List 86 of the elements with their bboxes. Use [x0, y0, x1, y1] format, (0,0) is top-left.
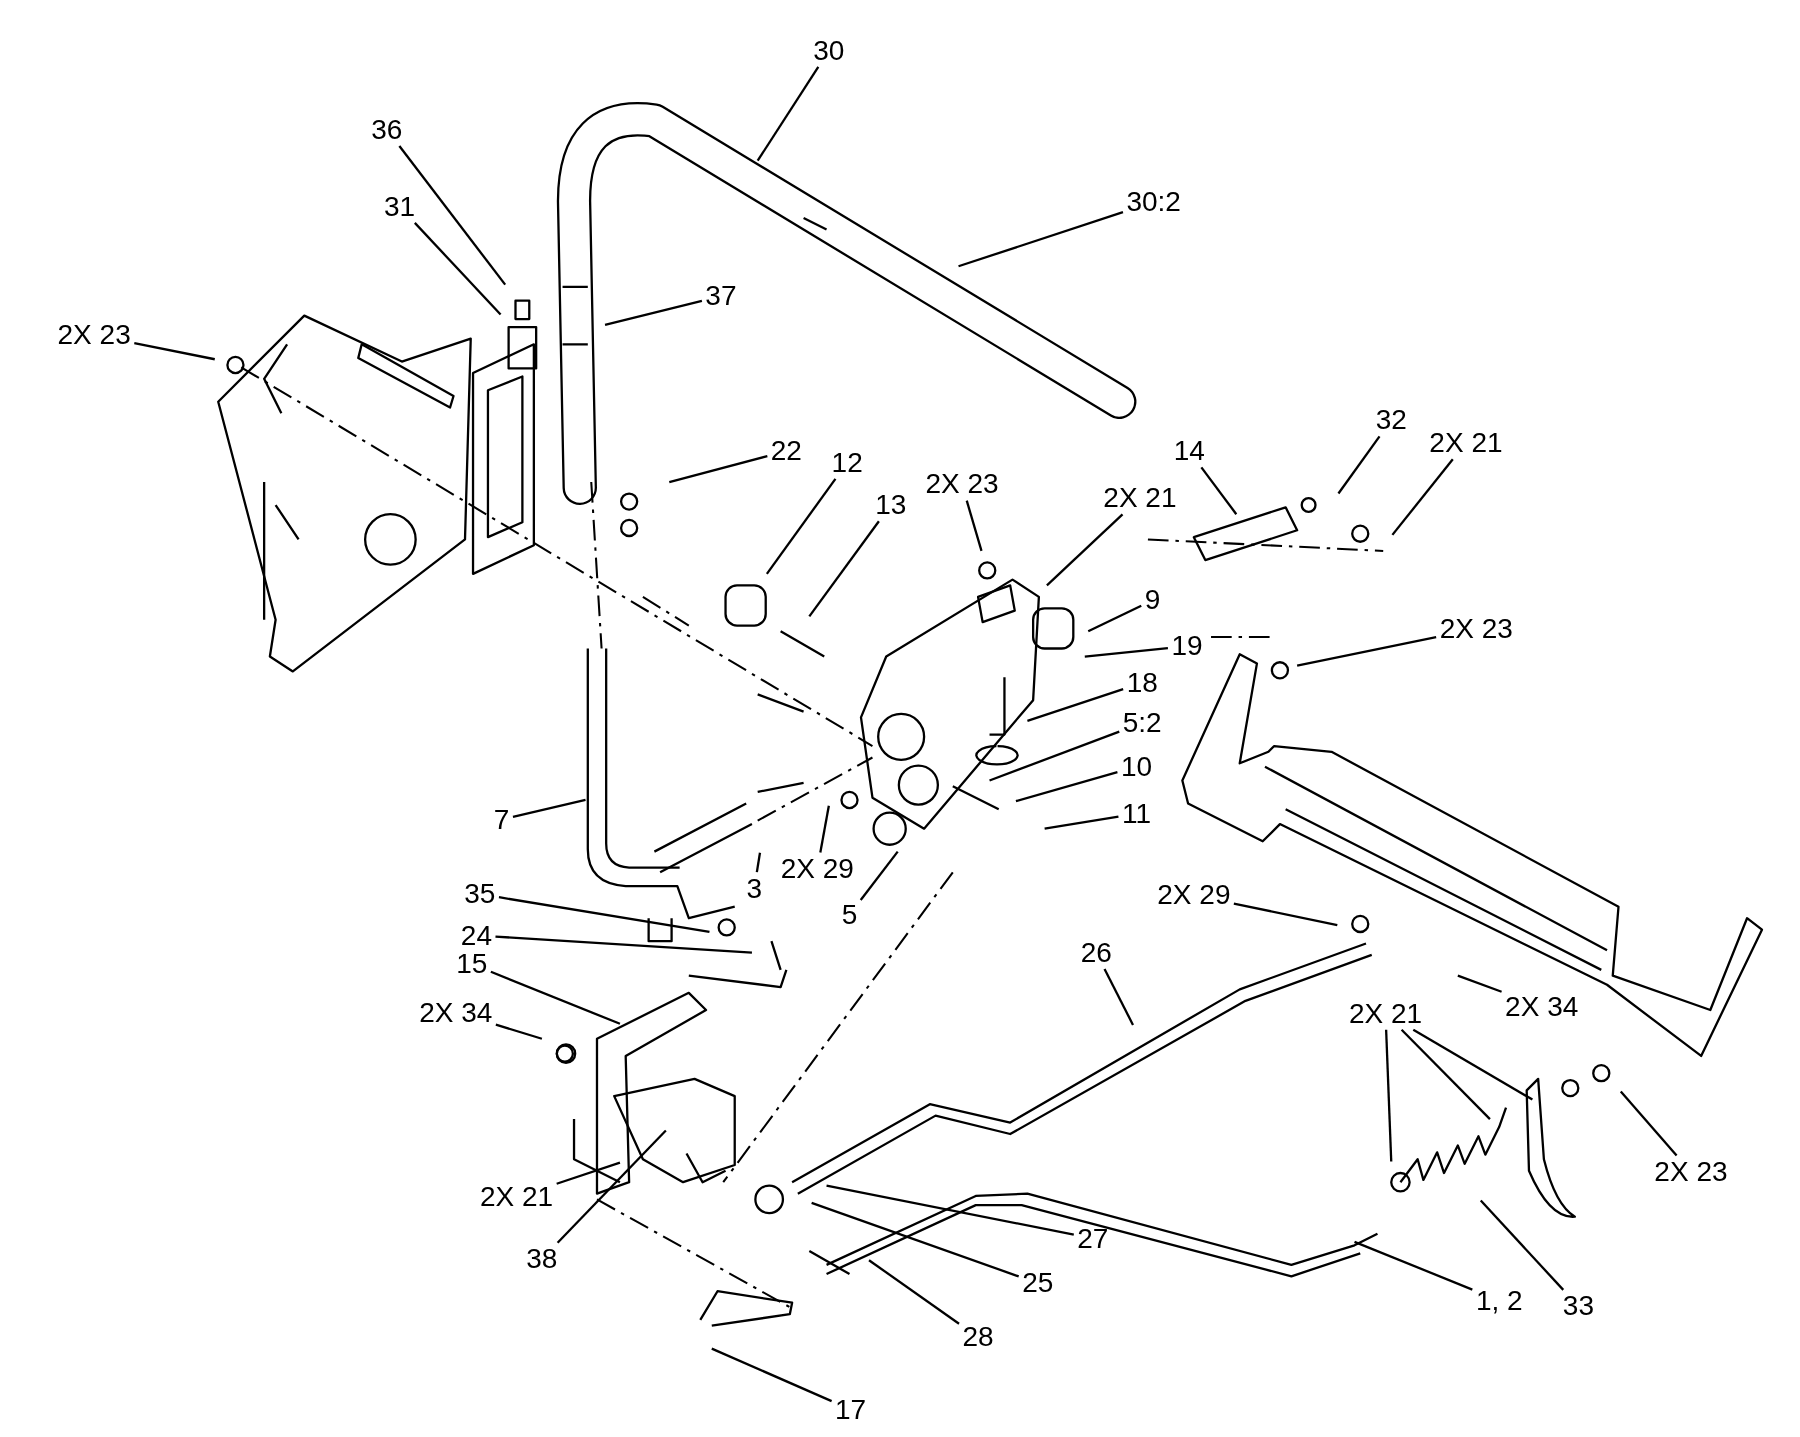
callout-number: 32 [1375, 406, 1407, 435]
callout-number: 22 [770, 437, 802, 466]
leader-line [819, 805, 830, 853]
leader-line [512, 798, 586, 818]
callout-number: 13 [875, 491, 907, 520]
callout-number: 33 [1562, 1292, 1594, 1321]
leader-line [1385, 1029, 1393, 1162]
callout-number: 26 [1080, 938, 1112, 967]
leader-line [1412, 1028, 1533, 1101]
callout-number: 2X 34 [419, 998, 493, 1027]
leader-line [1457, 974, 1502, 993]
leader-line [1619, 1090, 1678, 1157]
callout-number: 36 [371, 115, 403, 144]
leader-line [1200, 466, 1238, 515]
callout-number: 15 [456, 950, 488, 979]
leader-line [1046, 513, 1124, 587]
leader-line [755, 852, 762, 873]
callout-number: 30 [813, 36, 845, 65]
callout-number: 2X 21 [480, 1183, 554, 1212]
leader-line [765, 478, 837, 575]
callout-number: 2X 23 [57, 321, 131, 350]
callout-number: 3 [746, 874, 762, 903]
leader-line [811, 1201, 1020, 1278]
callout-number: 2X 23 [925, 470, 999, 499]
leader-line [1087, 604, 1142, 633]
leader-line [1233, 902, 1338, 927]
leader-line [1027, 688, 1124, 722]
callout-number: 27 [1077, 1224, 1109, 1253]
callout-number: 19 [1171, 632, 1203, 661]
callout-number: 24 [460, 921, 492, 950]
callout-number: 2X 23 [1439, 615, 1513, 644]
leader-line [1337, 435, 1381, 495]
leader-line [398, 145, 507, 286]
leader-line [989, 730, 1120, 782]
callout-number: 2X 29 [780, 855, 854, 883]
callout-number: 2X 29 [1157, 881, 1231, 910]
leader-line [498, 896, 710, 934]
leader-line [1400, 1028, 1491, 1120]
callout-number: 30:2 [1126, 188, 1181, 217]
callout-number: 9 [1144, 586, 1161, 615]
callout-number: 25 [1022, 1269, 1054, 1298]
leader-line [669, 455, 768, 484]
leader-line [604, 299, 703, 326]
leader-line [134, 342, 215, 361]
callout-number: 38 [526, 1245, 558, 1274]
leader-line [958, 211, 1124, 268]
leader-line [868, 1259, 960, 1325]
callout-number: 14 [1173, 437, 1205, 466]
leader-line [1084, 646, 1169, 658]
callout-number: 2X 21 [1429, 429, 1503, 458]
leader-line [556, 1161, 621, 1185]
leader-line [490, 970, 621, 1025]
leader-line [965, 500, 983, 552]
leader-line [1479, 1199, 1565, 1291]
leader-line [808, 520, 880, 618]
callout-number: 11 [1121, 799, 1151, 828]
leader-line [414, 222, 502, 316]
callout-number: 2X 21 [1103, 484, 1177, 513]
callout-number: 37 [705, 282, 737, 311]
leader-line [1044, 815, 1119, 830]
callout-number: 2X 23 [1654, 1158, 1728, 1187]
leader-line [495, 935, 752, 954]
leader-line [826, 1184, 1074, 1236]
leader-line [711, 1347, 833, 1403]
leader-line [756, 66, 820, 162]
leader-line [1296, 636, 1437, 667]
callout-number: 2X 21 [1349, 999, 1423, 1028]
callout-number: 31 [383, 192, 416, 221]
callout-number: 35 [464, 880, 496, 909]
callout-number: 7 [493, 805, 510, 834]
callout-number: 18 [1126, 669, 1158, 698]
leader-line [556, 1129, 667, 1244]
callout-number: 5 [841, 900, 858, 929]
leader-line [1103, 968, 1135, 1026]
callout-number: 12 [831, 448, 863, 477]
callout-number: 1, 2 [1475, 1286, 1523, 1315]
leader-line [1354, 1240, 1473, 1291]
leader-line [859, 850, 899, 901]
callout-number: 2X 34 [1505, 992, 1579, 1021]
callout-number: 28 [962, 1323, 994, 1352]
callout-number: 5:2 [1122, 709, 1162, 738]
leader-line [1015, 771, 1118, 803]
callout-number: 10 [1120, 752, 1153, 781]
leader-line [495, 1023, 543, 1040]
leader-line [1391, 458, 1454, 536]
callout-number: 17 [835, 1395, 867, 1424]
